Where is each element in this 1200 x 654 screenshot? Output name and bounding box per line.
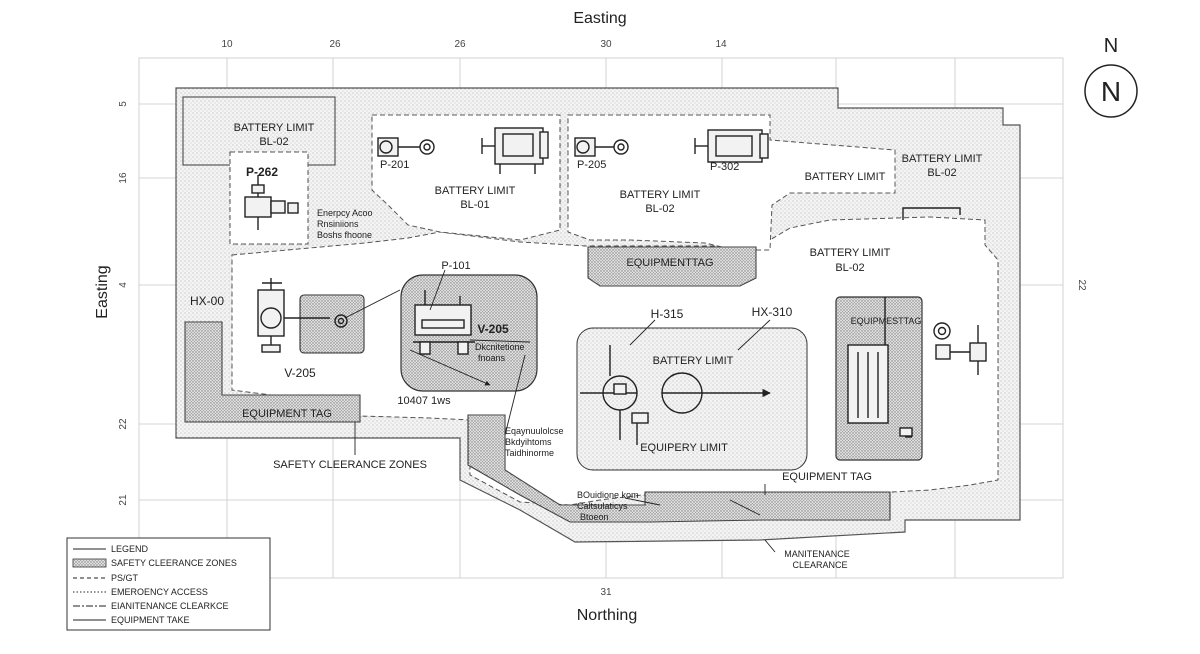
left-tick: 21 — [118, 494, 129, 506]
left-tick: 22 — [118, 418, 129, 430]
equip-tag-box-label: EQUIPMESTTAG — [851, 316, 922, 326]
h315-label: H-315 — [651, 307, 684, 321]
top-tick: 30 — [600, 39, 612, 50]
left-tick: 5 — [118, 101, 129, 107]
bottom-axis-label: Northing — [577, 607, 637, 624]
v205-left-label: V-205 — [284, 366, 316, 380]
equipment-tag-upper: EQUIPMENTTAG — [626, 257, 713, 269]
equipment-tag-left: EQUIPMENT TAG — [242, 408, 332, 420]
hx00-exchanger — [257, 278, 348, 353]
safety-zones-label: SAFETY CLEERANCE ZONES — [273, 459, 427, 471]
h315-area — [576, 327, 808, 471]
maint-clearance-1: MANITENANCE — [784, 549, 850, 559]
bl-02-upper-code: BL-02 — [645, 203, 674, 215]
note-lower-mid-1: Eqaynuulolcse — [505, 426, 564, 436]
left-axis-label: Easting — [94, 265, 111, 318]
leader-lines — [344, 269, 776, 553]
top-tick: 26 — [329, 39, 341, 50]
north-letter: N — [1104, 35, 1118, 57]
top-tick: 26 — [454, 39, 466, 50]
bl-far-right-code: BL-02 — [927, 167, 956, 179]
north-arrow: N N — [1084, 35, 1138, 118]
right-tick: 22 — [1076, 279, 1087, 291]
p201-driver — [481, 127, 549, 174]
bl-right-mid-label: BATTERY LIMIT — [810, 247, 891, 259]
top-axis-label: Easting — [573, 10, 626, 27]
p205-label: P-205 — [577, 159, 606, 171]
pipe-top-right — [902, 207, 961, 220]
note-center-2: fnoans — [478, 353, 506, 363]
note-emergency-1: Enerpcy Acoo — [317, 208, 373, 218]
legend: LEGEND SAFETY CLEERANCE ZONES PS/GT EMER… — [66, 537, 271, 631]
hx310-label: HX-310 — [752, 305, 793, 319]
note-emergency-3: Boshs fhoone — [317, 230, 372, 240]
bl-right-small-label: BATTERY LIMIT — [805, 171, 886, 183]
left-dense-strip — [184, 321, 361, 423]
p302-driver — [694, 129, 769, 163]
north-symbol: N — [1101, 76, 1121, 107]
note-bottom-2: Caltsulaticys — [577, 501, 628, 511]
note-bottom-1: BOuidione kom — [577, 490, 639, 500]
right-column-equipment — [847, 297, 987, 438]
hx00-pad — [299, 294, 365, 354]
legend-item-label: EIANITENANCE CLEARKCE — [111, 601, 229, 611]
equip-limit-label: EQUIPERY LIMIT — [640, 442, 728, 454]
note-bottom-3: Btoeon — [580, 512, 609, 522]
legend-item-label: PS/GT — [111, 573, 139, 583]
legend-item-label: EMEROENCY ACCESS — [111, 587, 208, 597]
legend-item-label: EQUIPMENT TAKE — [111, 615, 190, 625]
p262-label: P-262 — [246, 165, 278, 179]
p262-pump — [244, 175, 299, 230]
note-center-1: Dkcnitetione — [475, 342, 525, 352]
bl-02-upper-area — [567, 114, 896, 251]
bottom-tick: 31 — [600, 587, 612, 598]
legend-title: LEGEND — [111, 544, 149, 554]
note-emergency-2: Rnsiniions — [317, 219, 359, 229]
bl-02-upper-label: BATTERY LIMIT — [620, 189, 701, 201]
legend-box — [66, 537, 271, 631]
p201-label: P-201 — [380, 159, 409, 171]
left-tick: 4 — [118, 282, 129, 288]
note-lower-mid-3: Taidhinorme — [505, 448, 554, 458]
hx00-label: HX-00 — [190, 294, 224, 308]
top-tick: 14 — [715, 39, 727, 50]
v205-center-label: V-205 — [477, 322, 509, 336]
lower-dense-band — [467, 414, 891, 523]
dimension-label: 10407 1ws — [397, 395, 451, 407]
p201-pump — [377, 137, 435, 157]
p101-label: P-101 — [441, 260, 470, 272]
legend-item-label: SAFETY CLEERANCE ZONES — [111, 558, 237, 568]
p205-pump — [574, 137, 629, 157]
maint-clearance-2: CLEARANCE — [792, 560, 847, 570]
legend-swatch-hatched — [72, 558, 107, 568]
equipment-tag-right: EQUIPMENT TAG — [782, 471, 872, 483]
p302-label: P-302 — [710, 161, 739, 173]
bl-center-label: BATTERY LIMIT — [653, 355, 734, 367]
top-tick: 10 — [221, 39, 233, 50]
h315-exchanger — [580, 345, 771, 445]
north-circle — [1084, 64, 1138, 118]
bl-01-label: BATTERY LIMIT — [435, 185, 516, 197]
bl-top-left-label: BATTERY LIMIT — [234, 122, 315, 134]
bl-top-left-code: BL-02 — [259, 136, 288, 148]
bl-far-right-label: BATTERY LIMIT — [902, 153, 983, 165]
bl-right-mid-code: BL-02 — [835, 262, 864, 274]
bl-01-code: BL-01 — [460, 199, 489, 211]
left-tick: 16 — [118, 172, 129, 184]
v205-vessel — [413, 290, 475, 355]
equipment-tag-upper-strip — [587, 246, 757, 287]
note-lower-mid-2: Bkdyihtoms — [505, 437, 552, 447]
